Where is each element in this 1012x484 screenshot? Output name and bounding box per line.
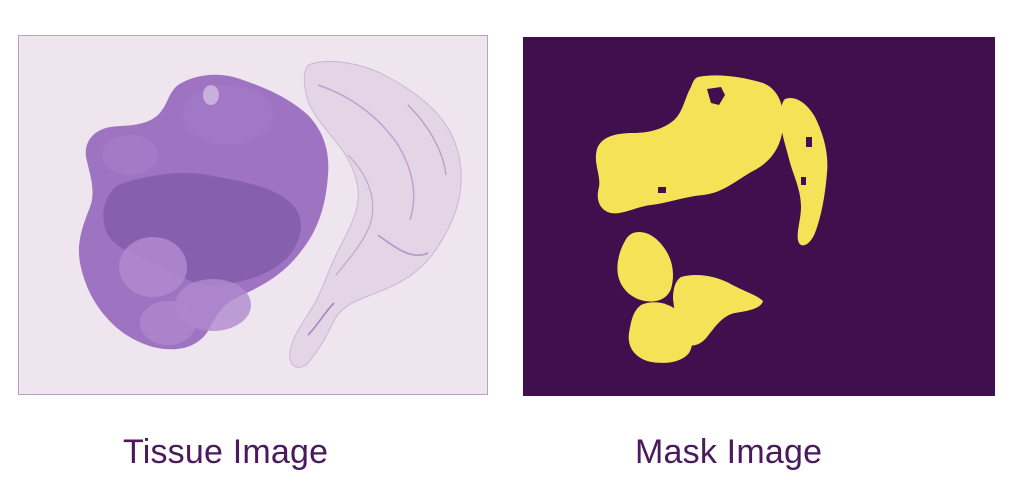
mask-hole [801, 177, 806, 185]
tissue-stroma-strand [335, 154, 374, 276]
tissue-nodule [183, 85, 273, 145]
tissue-nodule [119, 237, 187, 297]
mask-region-bottom [628, 302, 693, 363]
mask-region-lower-left [617, 231, 673, 302]
mask-image-panel [523, 37, 995, 396]
tissue-image-panel [18, 35, 488, 395]
tissue-image-caption: Tissue Image [123, 433, 329, 471]
mask-region-strand [780, 97, 828, 246]
tissue-stroma-region [289, 60, 462, 368]
tissue-stroma-strand [377, 234, 429, 257]
mask-hole [707, 87, 725, 105]
tissue-stroma-strand [407, 104, 447, 176]
mask-image-caption: Mask Image [635, 433, 823, 471]
tissue-stroma-strand [317, 84, 415, 221]
tissue-highlight [203, 85, 219, 105]
tissue-image [18, 35, 488, 395]
tissue-nodule [140, 301, 196, 345]
mask-region-main [595, 75, 784, 214]
mask-hole [658, 187, 666, 193]
tissue-stroma-strand [307, 302, 335, 336]
tissue-frame [18, 35, 488, 395]
tissue-nodule [102, 135, 158, 175]
mask-image [523, 37, 995, 396]
mask-hole [806, 137, 812, 147]
mask-region-lower-middle [673, 275, 763, 346]
